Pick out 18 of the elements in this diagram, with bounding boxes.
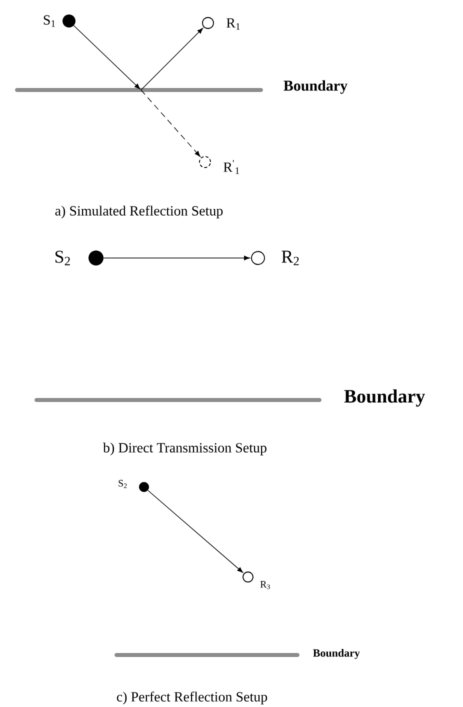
arrow xyxy=(140,28,204,90)
node-label: S$_{2}$ xyxy=(118,480,127,488)
arrow xyxy=(73,25,140,90)
node-label: S$_{2}$ xyxy=(56,250,70,266)
caption: b) Direct Transmission Setup xyxy=(103,442,266,456)
boundary-label: Boundary xyxy=(313,649,360,659)
caption: a) Simulated Reflection Setup xyxy=(55,206,223,218)
node-label: S$_{1}$ xyxy=(44,15,55,27)
node-label: R$_{1}$ xyxy=(226,18,240,30)
caption: c) Perfect Reflection Setup xyxy=(116,692,268,704)
arrow xyxy=(140,90,200,157)
node-label: R$_{3}$ xyxy=(260,581,270,590)
arrow xyxy=(103,256,250,260)
node-label: R$_{2}$ xyxy=(282,250,299,266)
node-label: R$^{'}$1 xyxy=(224,160,240,174)
arrow xyxy=(148,490,244,573)
boundary-label: Boundary xyxy=(284,80,348,94)
boundary-label: Boundary xyxy=(344,389,425,407)
